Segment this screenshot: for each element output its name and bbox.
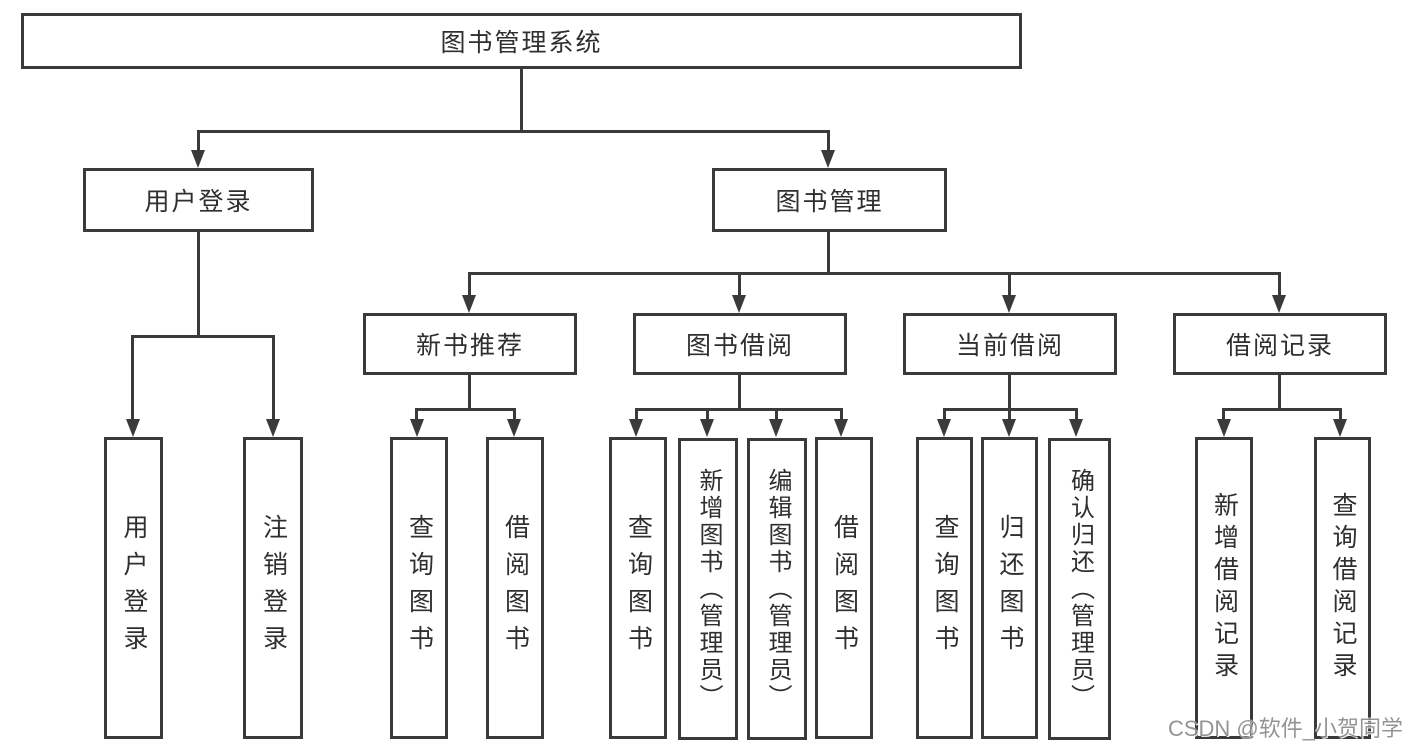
leaf-query-books-borrowing: 查询图书 — [609, 437, 667, 739]
node-label: 新增借阅记录 — [1210, 492, 1239, 684]
node-label: 当前借阅 — [955, 332, 1064, 360]
node-borrowing-records: 借阅记录 — [1173, 313, 1387, 375]
leaf-edit-books-admin: 编辑图书（管理员） — [747, 438, 807, 740]
connector-line — [775, 408, 778, 421]
connector-line — [827, 232, 830, 272]
arrow-down-icon — [1272, 295, 1286, 313]
connector-line — [131, 335, 275, 338]
arrow-down-icon — [821, 150, 835, 168]
connector-line — [738, 375, 741, 408]
arrow-down-icon — [1333, 419, 1347, 437]
node-current-borrowing: 当前借阅 — [903, 313, 1117, 375]
node-label: 查询图书 — [624, 514, 653, 662]
connector-line — [1008, 375, 1011, 408]
connector-line — [943, 408, 946, 421]
connector-line — [840, 408, 843, 421]
arrow-down-icon — [834, 419, 848, 437]
node-library-management-system: 图书管理系统 — [21, 13, 1022, 69]
connector-line — [1339, 408, 1342, 421]
leaf-query-books-recommend: 查询图书 — [390, 437, 448, 739]
leaf-return-books: 归还图书 — [981, 437, 1038, 739]
node-label: 查询借阅记录 — [1329, 492, 1357, 684]
connector-line — [738, 272, 741, 296]
node-new-book-recommend: 新书推荐 — [363, 313, 577, 375]
node-label: 图书管理系统 — [440, 29, 603, 57]
arrow-down-icon — [1002, 295, 1016, 313]
arrow-down-icon — [1069, 419, 1083, 437]
connector-line — [131, 335, 134, 421]
arrow-down-icon — [266, 419, 280, 437]
node-label: 用户登录 — [144, 188, 253, 216]
connector-line — [468, 272, 1281, 275]
node-label: 用户登录 — [120, 514, 148, 662]
node-label: 归还图书 — [996, 514, 1024, 662]
arrow-down-icon — [410, 419, 424, 437]
arrow-down-icon — [462, 295, 476, 313]
node-label: 编辑图书（管理员） — [764, 467, 791, 711]
connector-line — [197, 130, 830, 133]
connector-line — [197, 130, 200, 152]
connector-line — [513, 408, 516, 421]
arrow-down-icon — [732, 295, 746, 313]
arrow-down-icon — [126, 419, 140, 437]
node-label: 确认归还（管理员） — [1066, 467, 1094, 711]
leaf-confirm-return-admin: 确认归还（管理员） — [1048, 438, 1111, 740]
connector-line — [1278, 375, 1281, 408]
leaf-query-borrow-record: 查询借阅记录 — [1314, 437, 1371, 739]
connector-line — [635, 408, 638, 421]
arrow-down-icon — [700, 419, 714, 437]
arrow-down-icon — [937, 419, 951, 437]
connector-line — [197, 232, 200, 335]
leaf-query-books-current: 查询图书 — [916, 437, 973, 739]
connector-line — [1008, 408, 1011, 421]
node-user-login: 用户登录 — [83, 168, 314, 232]
connector-line — [1222, 408, 1225, 421]
connector-line — [520, 69, 523, 130]
leaf-borrow-books-recommend: 借阅图书 — [486, 437, 544, 739]
arrow-down-icon — [507, 419, 521, 437]
connector-line — [415, 408, 418, 421]
connector-line — [468, 272, 471, 296]
connector-line — [1278, 272, 1281, 296]
connector-line — [706, 408, 709, 421]
node-book-management: 图书管理 — [712, 168, 947, 232]
node-label: 新书推荐 — [415, 332, 524, 360]
node-label: 查询图书 — [405, 514, 434, 662]
leaf-logout: 注销登录 — [243, 437, 303, 739]
connector-line — [468, 375, 471, 408]
connector-line — [272, 335, 275, 421]
arrow-down-icon — [629, 419, 643, 437]
node-label: 注销登录 — [259, 514, 288, 662]
leaf-add-borrow-record: 新增借阅记录 — [1195, 437, 1253, 739]
arrow-down-icon — [191, 150, 205, 168]
connector-line — [635, 408, 843, 411]
node-label: 图书借阅 — [685, 332, 794, 360]
node-label: 借阅图书 — [830, 514, 859, 662]
leaf-add-books-admin: 新增图书（管理员） — [678, 438, 738, 740]
connector-line — [1008, 272, 1011, 296]
connector-line — [1075, 408, 1078, 421]
node-book-borrowing: 图书借阅 — [633, 313, 847, 375]
connector-line — [1222, 408, 1342, 411]
arrow-down-icon — [1002, 419, 1016, 437]
node-label: 图书管理 — [775, 188, 884, 216]
leaf-borrow-books: 借阅图书 — [815, 437, 873, 739]
connector-line — [415, 408, 516, 411]
node-label: 查询图书 — [931, 514, 959, 662]
node-label: 借阅图书 — [501, 514, 530, 662]
arrow-down-icon — [1217, 419, 1231, 437]
node-label: 借阅记录 — [1225, 332, 1334, 360]
node-label: 新增图书（管理员） — [695, 467, 722, 711]
connector-line — [827, 130, 830, 152]
leaf-user-login: 用户登录 — [104, 437, 163, 739]
arrow-down-icon — [769, 419, 783, 437]
